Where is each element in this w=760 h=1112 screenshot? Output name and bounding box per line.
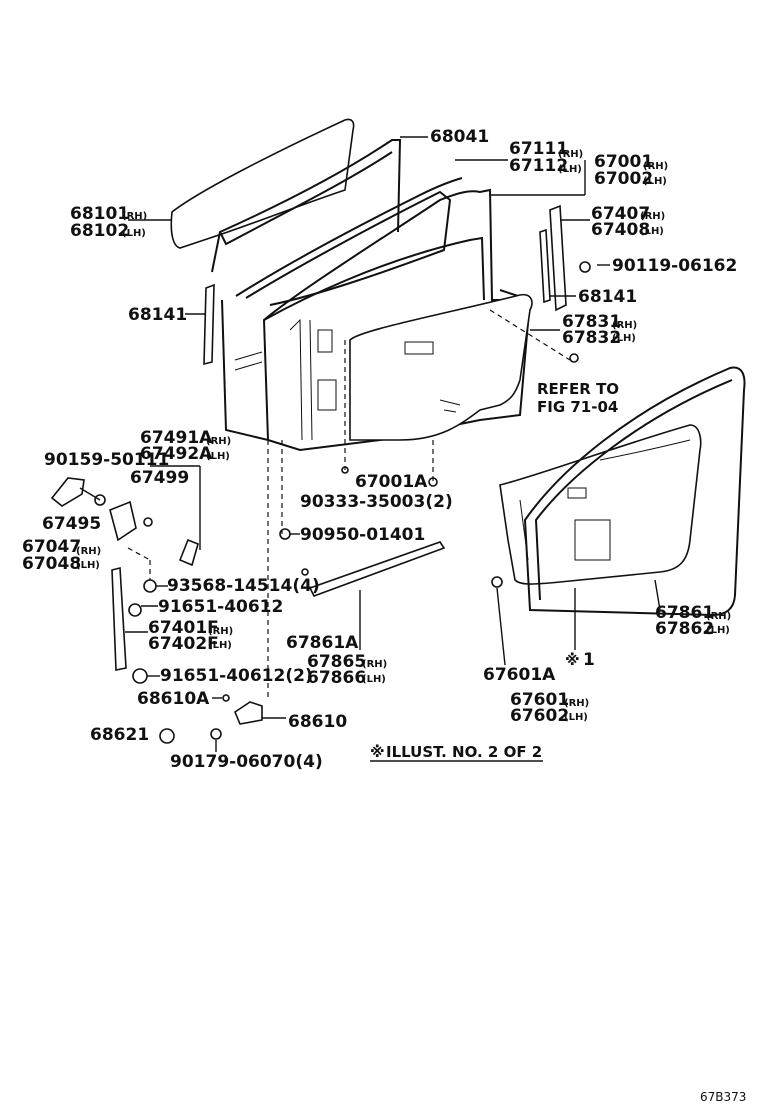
label-67861: 67861: [655, 603, 714, 623]
label-67865: 67865: [307, 652, 366, 672]
label-67865-side: (RH): [362, 659, 387, 670]
frame-moulding: [539, 204, 567, 312]
belt-moulding: [308, 541, 446, 597]
label-91651-b: 91651-40612(2): [160, 666, 313, 686]
label-90179: 90179-06070(4): [170, 752, 323, 772]
label-67862-side: (LH): [706, 625, 730, 636]
label-67001-side: (RH): [643, 161, 668, 172]
label-67601-side: (RH): [564, 698, 589, 709]
label-67832-side: (LH): [612, 333, 636, 344]
label-68041: 68041: [430, 127, 489, 147]
label-67492a: 67492A: [140, 444, 213, 464]
refer-to-line2: FIG 71-04: [537, 398, 618, 416]
label-68101-side: (RH): [122, 211, 147, 222]
label-67491a-side: (RH): [206, 436, 231, 447]
label-68101: 68101: [70, 204, 129, 224]
label-67499: 67499: [130, 468, 189, 488]
leader-lines: [79, 136, 661, 752]
label-91651-a: 91651-40612: [158, 597, 283, 617]
label-67001a: 67001A: [355, 472, 428, 492]
label-68141-left: 68141: [128, 305, 187, 325]
label-67601: 67601: [510, 690, 569, 710]
label-67401f-side: (RH): [208, 626, 233, 637]
door-hinge-parts: [50, 477, 199, 684]
glass-run-front-strip: [203, 283, 215, 366]
label-67408-side: (LH): [640, 226, 664, 237]
label-68610: 68610: [288, 712, 347, 732]
service-hole-cover: [349, 293, 533, 441]
label-67861-side: (RH): [706, 611, 731, 622]
refer-to-line1: REFER TO: [537, 380, 619, 398]
note-marker: ※ 1: [565, 650, 595, 670]
label-67048: 67048: [22, 554, 81, 574]
label-67407: 67407: [591, 204, 650, 224]
label-67866-side: (LH): [362, 674, 386, 685]
label-67831: 67831: [562, 312, 621, 332]
label-67866: 67866: [307, 668, 366, 688]
figure-id: 67B373: [700, 1090, 746, 1104]
label-67602-side: (LH): [564, 712, 588, 723]
label-90119: 90119-06162: [612, 256, 737, 276]
label-67862: 67862: [655, 619, 714, 639]
label-67831-side: (RH): [612, 320, 637, 331]
label-68102: 68102: [70, 221, 129, 241]
label-93568: 93568-14514(4): [167, 576, 320, 596]
door-shell: [221, 177, 532, 452]
label-67047: 67047: [22, 537, 81, 557]
note-asterisk-icon: ※: [565, 651, 580, 669]
label-68102-side: (LH): [122, 228, 146, 239]
label-67407-side: (RH): [640, 211, 665, 222]
part-labels: 68041 67111 (RH) 67112 (LH) 67001 (RH) 6…: [22, 127, 737, 772]
label-90950: 90950-01401: [300, 525, 425, 545]
label-67602: 67602: [510, 706, 569, 726]
label-68610a: 68610A: [137, 689, 210, 709]
label-67402f-side: (LH): [208, 640, 232, 651]
label-67401f: 67401F: [148, 618, 219, 638]
door-glass-run-frame: [211, 139, 402, 273]
door-glass: [170, 118, 355, 249]
label-67408: 67408: [591, 220, 650, 240]
label-67001: 67001: [594, 152, 653, 172]
label-67832: 67832: [562, 328, 621, 348]
label-67402f: 67402F: [148, 634, 219, 654]
label-67601a: 67601A: [483, 665, 556, 685]
label-67491a: 67491A: [140, 428, 213, 448]
label-67047-side: (RH): [76, 546, 101, 557]
label-67112: 67112: [509, 156, 568, 176]
label-90159: 90159-50111: [44, 450, 169, 470]
label-67111: 67111: [509, 139, 568, 159]
label-68621: 68621: [90, 725, 149, 745]
label-67002: 67002: [594, 169, 653, 189]
label-67861a: 67861A: [286, 633, 359, 653]
label-67111-side: (RH): [558, 149, 583, 160]
door-check-parts: [159, 261, 591, 744]
label-67492a-side: (LH): [206, 451, 230, 462]
label-90333: 90333-35003(2): [300, 492, 453, 512]
label-68141-right: 68141: [578, 287, 637, 307]
note-number: 1: [583, 650, 595, 670]
label-67002-side: (LH): [643, 176, 667, 187]
label-67495: 67495: [42, 514, 101, 534]
illust-asterisk-icon: ※: [370, 743, 385, 761]
label-67112-side: (LH): [558, 164, 582, 175]
door-trim-panel: [499, 424, 702, 585]
illust-note-text: ILLUST. NO. 2 OF 2: [386, 743, 542, 761]
door-weatherstrip: [523, 366, 746, 617]
illustration-note: ※ ILLUST. NO. 2 OF 2: [370, 743, 543, 762]
label-67048-side: (LH): [76, 560, 100, 571]
